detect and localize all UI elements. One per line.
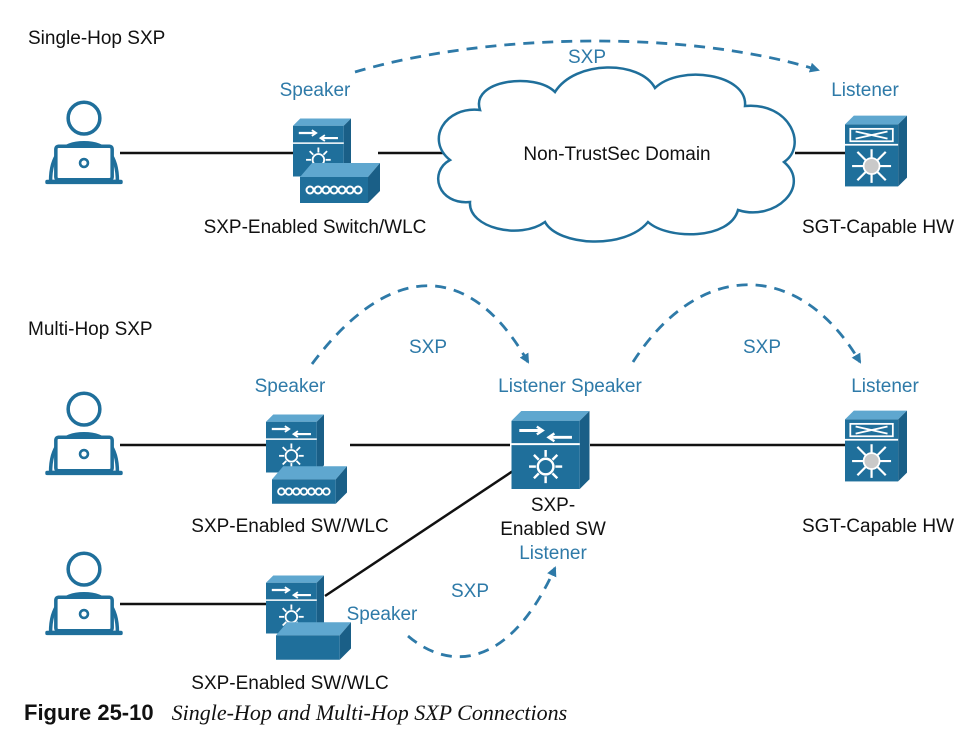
multi-hop-bottom-speaker-label: Speaker	[347, 604, 418, 625]
multi-hop-middle-label: Listener Speaker	[498, 376, 642, 397]
multi-hop-sxp-label-left: SXP	[409, 337, 447, 358]
single-hop-sgt-hw-icon	[845, 114, 907, 188]
multi-hop-sxp-label-right: SXP	[743, 337, 781, 358]
single-hop-listener-device-label: SGT-Capable HW	[802, 217, 954, 238]
single-hop-sxp-arrow	[354, 39, 820, 74]
single-hop-speaker-device-label: SXP-Enabled Switch/WLC	[204, 217, 427, 238]
non-trustsec-cloud	[437, 66, 796, 243]
single-hop-user-icon	[43, 100, 125, 187]
cloud-label: Non-TrustSec Domain	[523, 144, 710, 165]
multi-hop-bottom-box-icon	[276, 622, 351, 660]
multi-hop-sxp-arrow-left	[310, 284, 530, 365]
multi-hop-middle-listener-label: Listener	[519, 543, 587, 564]
single-hop-sxp-label: SXP	[568, 47, 606, 68]
multi-hop-speaker-device-label: SXP-Enabled SW/WLC	[191, 516, 388, 537]
multi-hop-user2-icon	[43, 551, 125, 638]
multi-hop-bottom-device-label: SXP-Enabled SW/WLC	[191, 673, 388, 694]
multi-hop-wlc-icon	[272, 466, 347, 504]
multi-hop-sxp-label-bottom: SXP	[451, 581, 489, 602]
multi-hop-sgt-hw-icon	[845, 409, 907, 483]
figure-caption-text: Single-Hop and Multi-Hop SXP Connections	[171, 700, 568, 725]
single-hop-heading: Single-Hop SXP	[28, 28, 165, 49]
multi-hop-sxp-arrow-bottom	[407, 566, 557, 659]
multi-hop-middle-switch-icon	[509, 411, 592, 489]
multi-hop-sxp-arrow-right	[631, 283, 862, 364]
multi-hop-listener-label: Listener	[851, 376, 919, 397]
single-hop-speaker-label: Speaker	[280, 80, 351, 101]
multi-hop-user-icon	[43, 391, 125, 478]
multi-hop-heading: Multi-Hop SXP	[28, 319, 153, 340]
multi-hop-speaker-switch-icon	[266, 413, 324, 474]
single-hop-listener-label: Listener	[831, 80, 899, 101]
multi-hop-link-switch2-middle	[324, 463, 523, 598]
single-hop-wlc-icon	[300, 163, 380, 203]
multi-hop-speaker-label: Speaker	[255, 376, 326, 397]
multi-hop-middle-device-line1: SXP-	[531, 495, 575, 516]
figure-caption: Figure 25-10 Single-Hop and Multi-Hop SXP…	[24, 700, 567, 726]
multi-hop-middle-device-line2: Enabled SW	[500, 519, 606, 540]
figure-number: Figure 25-10	[24, 700, 154, 725]
multi-hop-listener-device-label: SGT-Capable HW	[802, 516, 954, 537]
multi-hop-connections	[120, 443, 845, 606]
